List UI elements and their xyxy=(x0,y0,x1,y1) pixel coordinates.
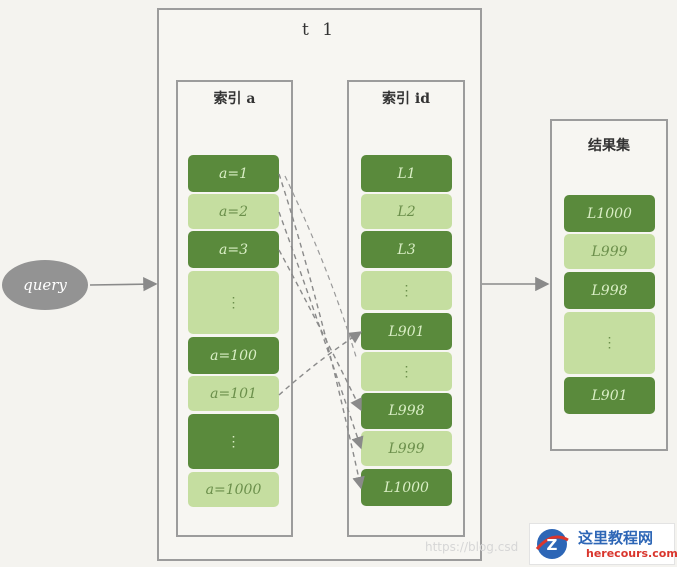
site-badge[interactable]: Z 这里教程网 herecours.com xyxy=(529,523,677,565)
result-cell: L901 xyxy=(564,377,655,414)
result-cell: L998 xyxy=(564,272,655,309)
index-a-cell: a=1 xyxy=(188,155,279,192)
result-set-title: 结果集 xyxy=(588,138,630,154)
index-id-cell: L998 xyxy=(361,393,452,429)
svg-text:Z: Z xyxy=(547,536,558,554)
index-id-title: 索引 id xyxy=(382,91,430,107)
lookup-a2-arrow xyxy=(278,211,364,450)
lookup-a101-arrow xyxy=(278,331,363,396)
result-cell: L999 xyxy=(564,234,655,269)
query-node: query xyxy=(2,260,88,310)
index-a-cell: a=3 xyxy=(188,231,279,268)
site-logo-icon: Z xyxy=(535,529,569,559)
lookup-a3-arrow xyxy=(278,249,362,412)
index-a-cell: a=1000 xyxy=(188,472,279,507)
index-id-cell: L1 xyxy=(361,155,452,192)
query-to-table-arrow xyxy=(89,276,158,292)
index-id-ellipsis: ⋮ xyxy=(361,271,452,310)
index-a-title: 索引 a xyxy=(213,91,256,107)
index-a-cell: a=2 xyxy=(188,194,279,229)
index-a-cell: a=100 xyxy=(188,337,279,374)
index-a-ellipsis: ⋮ xyxy=(188,414,279,469)
index-id-cell: L999 xyxy=(361,431,452,466)
index-id-cell: L1000 xyxy=(361,469,452,506)
index-id-ellipsis: ⋮ xyxy=(361,352,452,391)
index-id-cell: L901 xyxy=(361,313,452,350)
site-name: 这里教程网 xyxy=(578,529,654,547)
lookup-extra-dashed xyxy=(284,175,358,361)
lookup-a1-arrow xyxy=(278,173,365,490)
table-title: t 1 xyxy=(301,20,338,40)
result-cell: L1000 xyxy=(564,195,655,232)
index-id-cell: L2 xyxy=(361,194,452,229)
index-a-cell: a=101 xyxy=(188,376,279,411)
watermark-text: https://blog.csd xyxy=(425,540,519,554)
index-id-cell: L3 xyxy=(361,231,452,268)
result-ellipsis: ⋮ xyxy=(564,312,655,374)
index-a-ellipsis: ⋮ xyxy=(188,271,279,334)
site-url: herecours.com xyxy=(586,547,677,560)
